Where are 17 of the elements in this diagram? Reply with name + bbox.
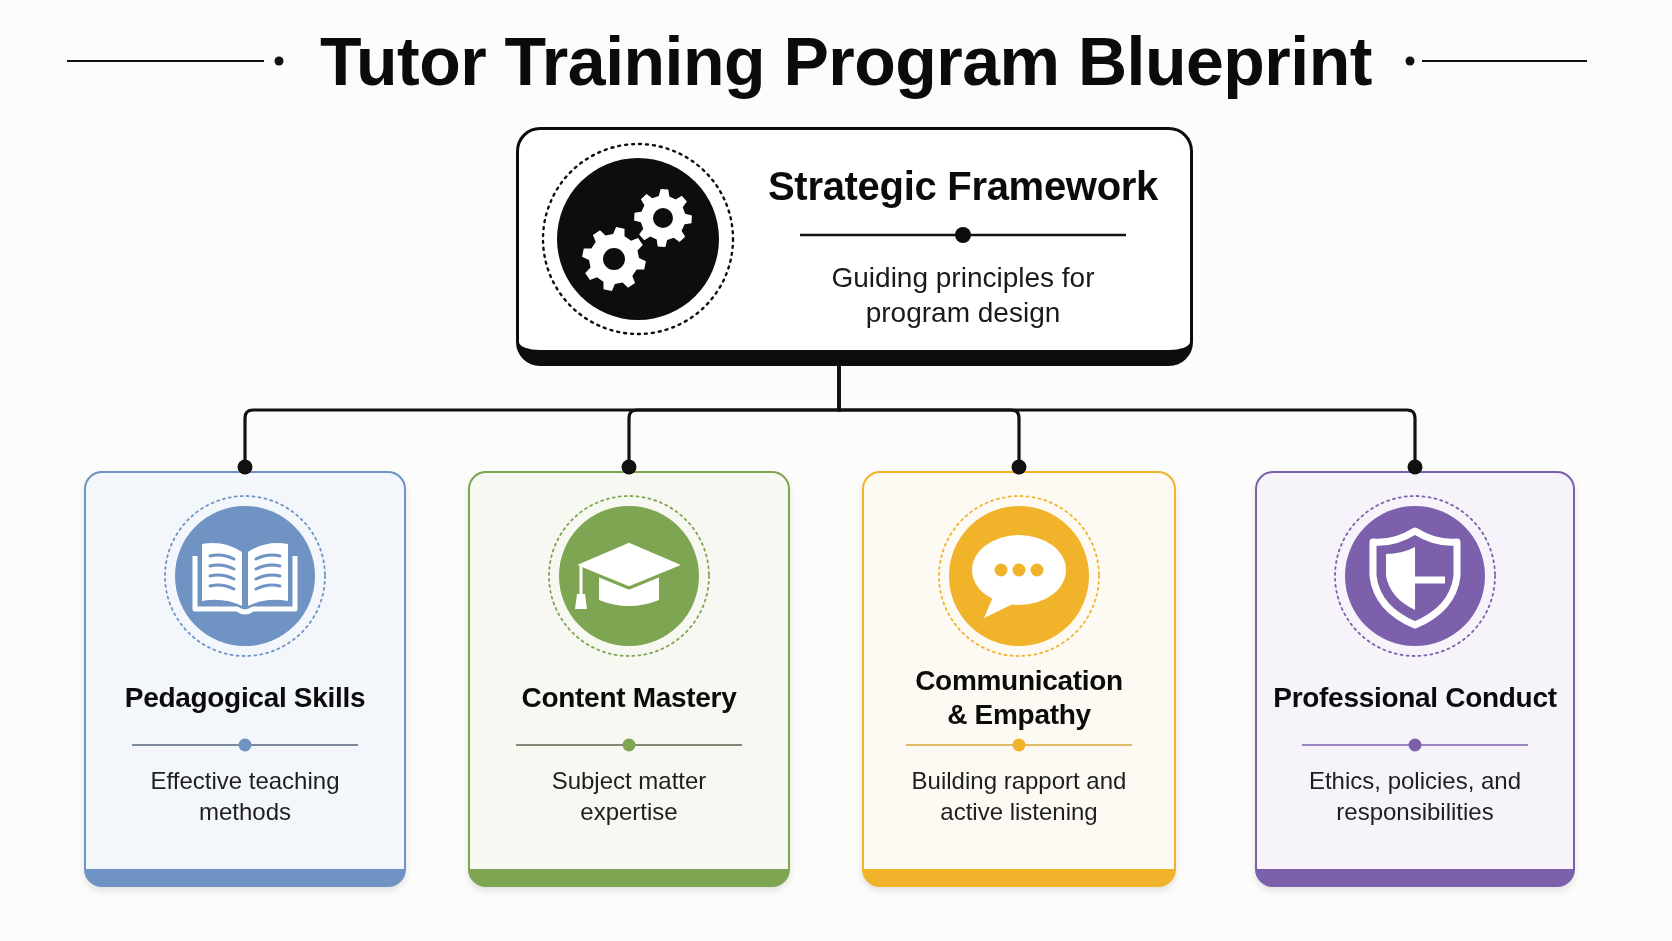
framework-card xyxy=(516,127,1193,366)
card-title: Communication & Empathy xyxy=(914,664,1124,732)
category-card xyxy=(1255,471,1575,887)
card-description: Guiding principles for program design xyxy=(830,261,1096,330)
card-description: Subject matter expertise xyxy=(550,766,708,827)
card-title: Professional Conduct xyxy=(1273,681,1557,715)
card-title: Content Mastery xyxy=(521,681,737,715)
page-title: Tutor Training Program Blueprint xyxy=(320,22,1372,100)
category-card xyxy=(468,471,790,887)
card-title: Pedagogical Skills xyxy=(124,681,366,715)
card-description: Building rapport and active listening xyxy=(910,766,1128,827)
connector-line xyxy=(837,366,1423,475)
card-title: Strategic Framework xyxy=(768,163,1158,210)
category-card xyxy=(84,471,406,887)
category-card xyxy=(862,471,1176,887)
card-description: Effective teaching methods xyxy=(149,766,341,827)
card-description: Ethics, policies, and responsibilities xyxy=(1307,766,1523,827)
